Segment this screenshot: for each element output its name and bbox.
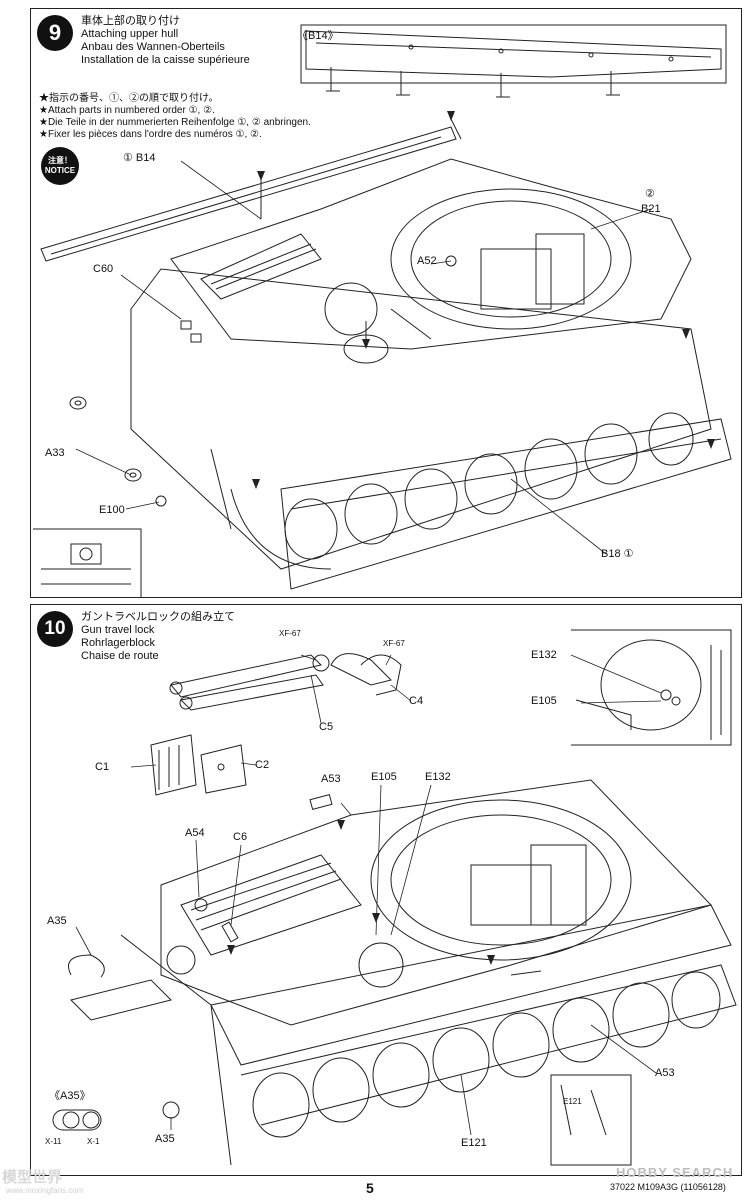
notice-badge: 注意！ NOTICE [41, 147, 79, 185]
note-jp: ★指示の番号、①、②の順で取り付け。 [39, 93, 219, 104]
label-e132-inset: E132 [531, 649, 557, 661]
label-e132: E132 [425, 771, 451, 783]
page-number: 5 [366, 1180, 374, 1196]
label-c5: C5 [319, 721, 334, 733]
step-10-titles: ガントラベルロックの組み立て Gun travel lock Rohrlager… [81, 611, 235, 663]
watermark-url: www.moxingfans.com [6, 1186, 84, 1195]
label-a33: A33 [45, 447, 65, 459]
label-a35: A35 [47, 915, 67, 927]
step-9-title-fr: Installation de la caisse supérieure [81, 54, 250, 66]
label-xf67-a: XF-67 [279, 629, 301, 638]
label-c1: C1 [95, 761, 110, 773]
label-c60: C60 [93, 263, 114, 275]
step-9-drawing [33, 24, 732, 597]
turret-inset-drawing [571, 629, 732, 746]
note-de: ★Die Teile in der nummerierten Reihenfol… [39, 117, 311, 128]
watermark-left: 模型世界 [2, 1169, 63, 1186]
side-inset-drawing [33, 528, 142, 597]
small-parts-10-drawing [52, 793, 632, 1166]
step-9-badge: 9 [37, 15, 73, 51]
small-parts-drawing [69, 255, 457, 507]
step-10-drawing [52, 629, 737, 1166]
label-a54: A54 [185, 827, 205, 839]
label-c6: C6 [233, 831, 248, 843]
label-a35-bottom: A35 [155, 1133, 175, 1145]
b14-inset-label: 《B14》 [297, 30, 339, 42]
step-9-panel: 9 車体上部の取り付け Attaching upper hull Anbau d… [30, 8, 742, 598]
label-c4: C4 [409, 695, 424, 707]
label-b21-num: ② [645, 188, 655, 200]
step-10-badge: 10 [37, 611, 73, 647]
step-9-title-de: Anbau des Wannen-Oberteils [81, 41, 225, 53]
label-xf67-b: XF-67 [383, 639, 405, 648]
label-e100: E100 [99, 504, 125, 516]
step-10-panel: 10 ガントラベルロックの組み立て Gun travel lock Rohrla… [30, 604, 742, 1176]
label-a52: A52 [417, 255, 437, 267]
notice-en: NOTICE [44, 166, 76, 175]
note-fr: ★Fixer les pièces dans l'ordre des numér… [39, 129, 262, 140]
step-9-titles: 車体上部の取り付け Attaching upper hull Anbau des… [81, 15, 250, 67]
label-a35-inset: 《A35》 [49, 1090, 91, 1102]
step-9-title-en: Attaching upper hull [81, 28, 179, 40]
b14-rail-drawing [40, 118, 462, 262]
label-x1: X-1 [87, 1137, 100, 1146]
assembly-arrows-10 [227, 820, 495, 965]
step-10-title-en: Gun travel lock [81, 624, 155, 636]
label-b18: B18 ① [601, 548, 634, 560]
note-en: ★Attach parts in numbered order ①, ②. [39, 105, 215, 116]
label-a53-bottom: A53 [655, 1067, 675, 1079]
b14-inset-drawing [300, 24, 727, 98]
step-10-title-jp: ガントラベルロックの組み立て [81, 611, 235, 623]
notice-jp: 注意！ [48, 156, 72, 165]
label-e105: E105 [371, 771, 397, 783]
label-e121: E121 [461, 1137, 487, 1149]
label-e105-inset: E105 [531, 695, 557, 707]
leader-lines-10 [75, 654, 662, 1136]
step-9-title-jp: 車体上部の取り付け [81, 15, 180, 27]
lower-hull-drawing [130, 268, 732, 590]
label-a53-top: A53 [321, 773, 341, 785]
gun-travel-lock-drawing [150, 653, 402, 796]
label-x11: X-11 [45, 1137, 62, 1146]
label-c2: C2 [255, 759, 270, 771]
step-9-notes: ★指示の番号、①、②の順で取り付け。 ★Attach parts in numb… [39, 93, 311, 141]
hull-10-drawing [120, 779, 737, 1166]
label-b21: B21 [641, 203, 661, 215]
step-10-title-de: Rohrlagerblock [81, 637, 155, 649]
assembly-arrows [252, 111, 715, 489]
product-code: 37022 M109A3G (11056128) [610, 1182, 726, 1192]
step-10-title-fr: Chaise de route [81, 650, 159, 662]
watermark-right: HOBBY SEARCH [616, 1165, 734, 1180]
leader-lines [75, 160, 652, 555]
label-b14: ① B14 [123, 152, 156, 164]
label-e121-inset: E121 [563, 1097, 582, 1106]
